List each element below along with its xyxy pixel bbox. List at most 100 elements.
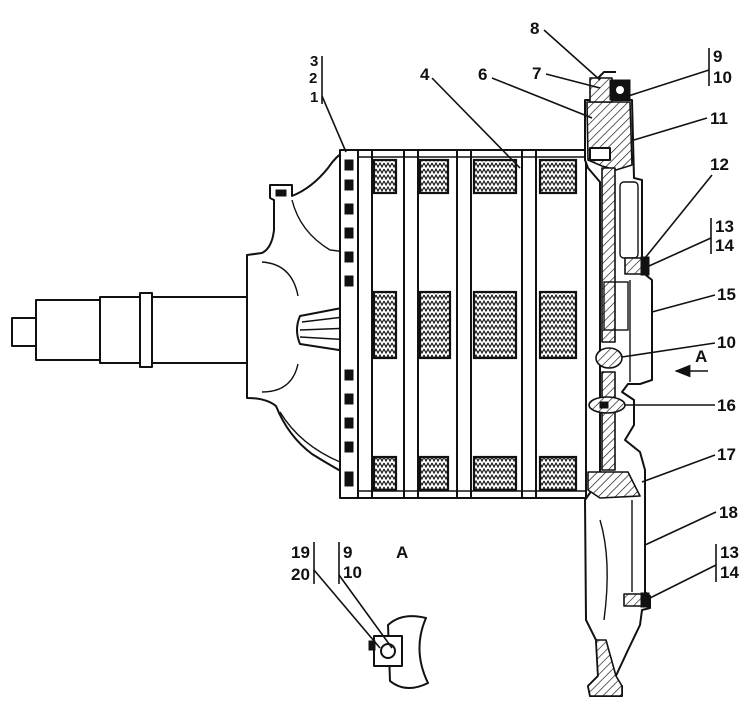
leader-17	[641, 454, 716, 483]
callout-label: 14	[715, 236, 734, 255]
body-band	[456, 149, 472, 499]
housing-inner-curve	[279, 411, 341, 463]
callout-label: 13	[715, 217, 734, 236]
spring-block	[472, 158, 518, 195]
callout-label: 9	[343, 543, 352, 562]
top-bolt-block	[589, 77, 613, 103]
housing-inner-curve	[261, 363, 299, 393]
bolt-12-13-14	[624, 256, 650, 276]
leader-7	[545, 73, 601, 89]
top-bolt-assembly	[589, 71, 631, 103]
spring-block	[538, 290, 578, 360]
leader-13-14	[648, 237, 712, 267]
bolt-nut	[640, 256, 650, 276]
callout-label: 13	[720, 543, 739, 562]
shaft-journal	[35, 299, 101, 361]
part-10-middle	[595, 347, 623, 369]
spring-block	[372, 455, 398, 492]
housing-inner-curve	[291, 199, 347, 253]
plate-rivet	[344, 471, 354, 487]
cover-foot-section	[587, 639, 623, 697]
callout-label: 7	[532, 64, 541, 83]
bolt-body	[623, 593, 643, 607]
callout-label: 10	[343, 563, 362, 582]
callout-label: 18	[719, 503, 738, 522]
callout-label: 3	[310, 53, 318, 70]
spring-block	[372, 290, 398, 360]
callout-label: 8	[530, 19, 539, 38]
top-bolt-head	[597, 71, 616, 79]
plate-rivet	[344, 227, 354, 239]
leader-10-middle	[621, 342, 716, 358]
part-16	[588, 396, 626, 414]
callout-label: 12	[710, 155, 729, 174]
leader-9-10-detail	[338, 574, 393, 649]
callout-label: 20	[291, 565, 310, 584]
shaft	[11, 292, 249, 368]
plate-rivet	[344, 369, 354, 381]
callout-label: 11	[710, 109, 728, 128]
callout-label: 9	[713, 47, 722, 66]
callout-label: 15	[717, 285, 736, 304]
shaft-collar	[139, 292, 153, 368]
part-17-section	[587, 471, 641, 499]
spring-block	[538, 158, 578, 195]
callout-label: 16	[717, 396, 736, 415]
leader-13-14-bottom	[649, 564, 717, 599]
callout-label: 4	[420, 65, 430, 84]
leader-lines	[313, 29, 717, 649]
view-arrow-label: A	[695, 347, 707, 366]
detail-bolt-tab	[368, 640, 376, 651]
leader-8	[543, 29, 601, 81]
shaft-body	[151, 296, 249, 364]
callout-label: 14	[720, 563, 739, 582]
housing-inner-curve	[261, 261, 299, 297]
shaft-end-stub	[11, 317, 37, 347]
leader-12	[644, 174, 713, 259]
body-band	[403, 149, 419, 499]
shaft-step	[99, 296, 141, 364]
body-band	[357, 149, 373, 499]
cover-web-lower	[601, 371, 616, 471]
spring-row-bottom	[372, 455, 578, 492]
spring-block	[418, 290, 452, 360]
leader-1-2-3	[321, 95, 347, 153]
plate-rivet	[344, 179, 354, 191]
callout-label: 1	[310, 89, 318, 106]
detail-bracket-wing	[387, 615, 429, 689]
callout-label: 10	[713, 68, 732, 87]
detail-bolt-hole	[380, 643, 396, 659]
plate-rivet	[344, 275, 354, 287]
leader-9-10	[621, 69, 710, 99]
callout-label: 19	[291, 543, 310, 562]
spring-block	[538, 455, 578, 492]
cover-joint	[589, 147, 611, 161]
detail-view-title: A	[396, 543, 408, 562]
spring-block	[418, 158, 450, 195]
spring-block	[418, 455, 450, 492]
leader-11	[633, 117, 708, 141]
detail-view-a	[368, 615, 429, 689]
callout-label: 17	[717, 445, 736, 464]
plate-rivet	[344, 203, 354, 215]
label-bars	[313, 48, 717, 584]
cover-lower-curve	[599, 519, 608, 621]
leader-19-20	[313, 569, 381, 649]
leader-6	[491, 77, 593, 119]
spring-block	[372, 158, 398, 195]
part-10-plug	[595, 347, 623, 369]
housing	[246, 149, 353, 475]
spring-block	[472, 455, 518, 492]
spring-row-top	[372, 158, 578, 195]
plate-rivet	[344, 159, 354, 171]
spring-block	[472, 290, 518, 360]
callout-label: 6	[478, 65, 487, 84]
flange-bolt	[275, 189, 287, 197]
plate-rivet	[344, 417, 354, 429]
left-plate	[339, 149, 359, 499]
plate-rivet	[344, 393, 354, 405]
leader-15	[651, 294, 716, 313]
part-16-pin	[599, 401, 609, 409]
top-nut-hole	[616, 86, 624, 94]
